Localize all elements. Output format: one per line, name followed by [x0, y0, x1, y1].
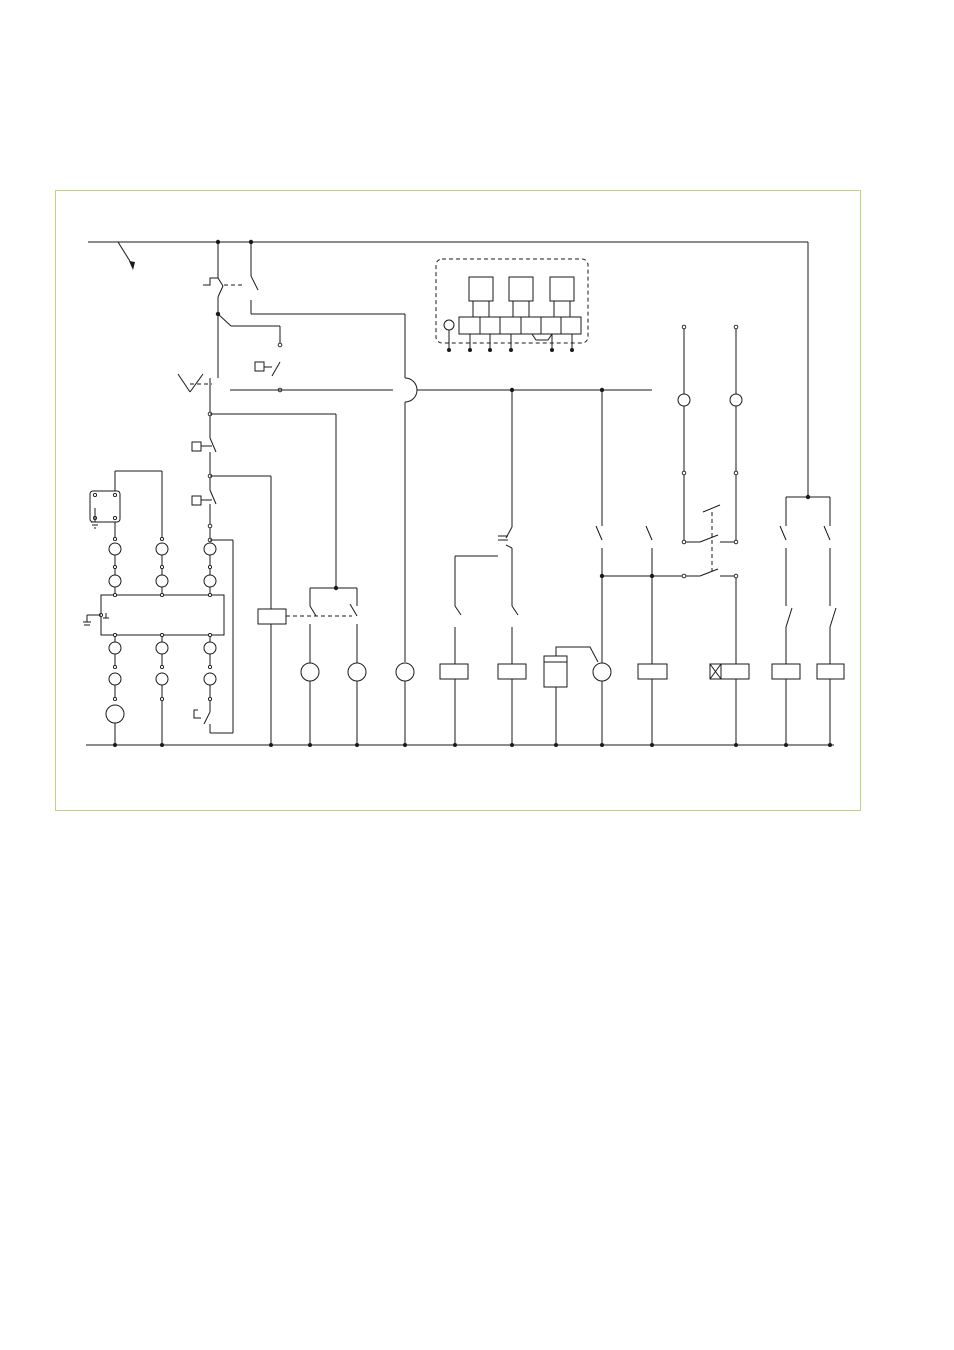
lamp-icon — [155, 672, 169, 686]
relay-coil-icon — [191, 495, 202, 506]
indicator-column-2 — [155, 536, 169, 745]
relay-coil-icon — [439, 663, 469, 680]
feeder-line — [250, 242, 418, 662]
socket-icon — [395, 662, 415, 682]
relay-coil-icon — [191, 441, 202, 452]
relay-branch — [257, 585, 367, 745]
socket-icon — [347, 662, 367, 682]
timer-icon — [543, 655, 568, 688]
lamp-icon — [203, 672, 217, 686]
relay-coil-icon — [816, 663, 845, 680]
lamp-icon — [203, 641, 217, 655]
lamp-icon — [677, 393, 691, 407]
lamp-icon — [108, 574, 122, 588]
lamp-icon — [203, 542, 217, 556]
indicator-column-3 — [193, 542, 217, 733]
relay-coil-icon — [709, 663, 750, 680]
sensor-box — [89, 470, 163, 538]
lamp-icon — [108, 542, 122, 556]
terminal-block-icon — [435, 258, 589, 352]
relay-coil-icon — [497, 663, 527, 680]
relay-coil-icon — [257, 608, 287, 625]
lamp-icon — [203, 574, 217, 588]
main-switch-icon — [117, 241, 135, 270]
control-module — [83, 592, 225, 638]
relay-coil-icon — [771, 663, 801, 680]
timer-branch — [543, 390, 684, 745]
lamp-icon — [729, 393, 743, 407]
relay-coil-icon — [637, 663, 668, 680]
contactor-branch — [439, 390, 527, 745]
lamp-icon — [108, 672, 122, 686]
lamp-icon — [155, 641, 169, 655]
main-supply-line — [88, 241, 809, 497]
relay-coil-icon — [254, 361, 265, 372]
neutral-rail — [86, 743, 834, 747]
control-column — [191, 392, 337, 734]
socket-icon — [300, 662, 320, 682]
control-bus — [230, 387, 652, 393]
lamp-icon — [155, 542, 169, 556]
thermostat-branch — [677, 324, 750, 745]
ground-icon — [443, 319, 455, 331]
fuse-icon — [177, 373, 212, 393]
socket-icon — [592, 662, 612, 682]
output-contactors — [771, 494, 845, 745]
lamp-icon — [108, 641, 122, 655]
diagram-frame — [55, 190, 861, 811]
feeder-line — [203, 242, 283, 393]
lamp-icon — [155, 574, 169, 588]
socket-icon — [105, 704, 125, 724]
